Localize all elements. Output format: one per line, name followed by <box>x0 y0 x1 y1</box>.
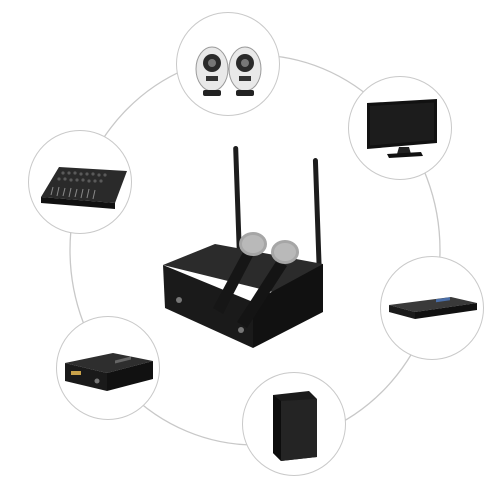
tv-bubble <box>348 76 452 180</box>
wireless-mic-system <box>163 146 323 348</box>
amplifier-icon <box>65 353 153 391</box>
speaker-pair-icon <box>195 46 262 96</box>
television-icon <box>367 99 437 158</box>
amplifier-bubble <box>56 316 160 420</box>
cabinet-bubble <box>242 372 346 476</box>
mixer-bubble <box>28 130 132 234</box>
volume-knob-icon <box>176 297 182 303</box>
microphone-handle <box>237 260 287 328</box>
speakers-bubble <box>176 12 280 116</box>
dvd-bubble <box>380 256 484 360</box>
volume-knob-icon <box>238 327 244 333</box>
microphone-handle <box>213 252 253 314</box>
receiver-front <box>163 265 253 348</box>
receiver-side <box>253 264 323 348</box>
mixer-console-icon <box>41 167 127 209</box>
dvd-player-icon <box>389 297 477 319</box>
speaker-cabinet-icon <box>273 391 317 461</box>
left-antenna <box>233 146 243 264</box>
right-antenna <box>312 158 323 280</box>
